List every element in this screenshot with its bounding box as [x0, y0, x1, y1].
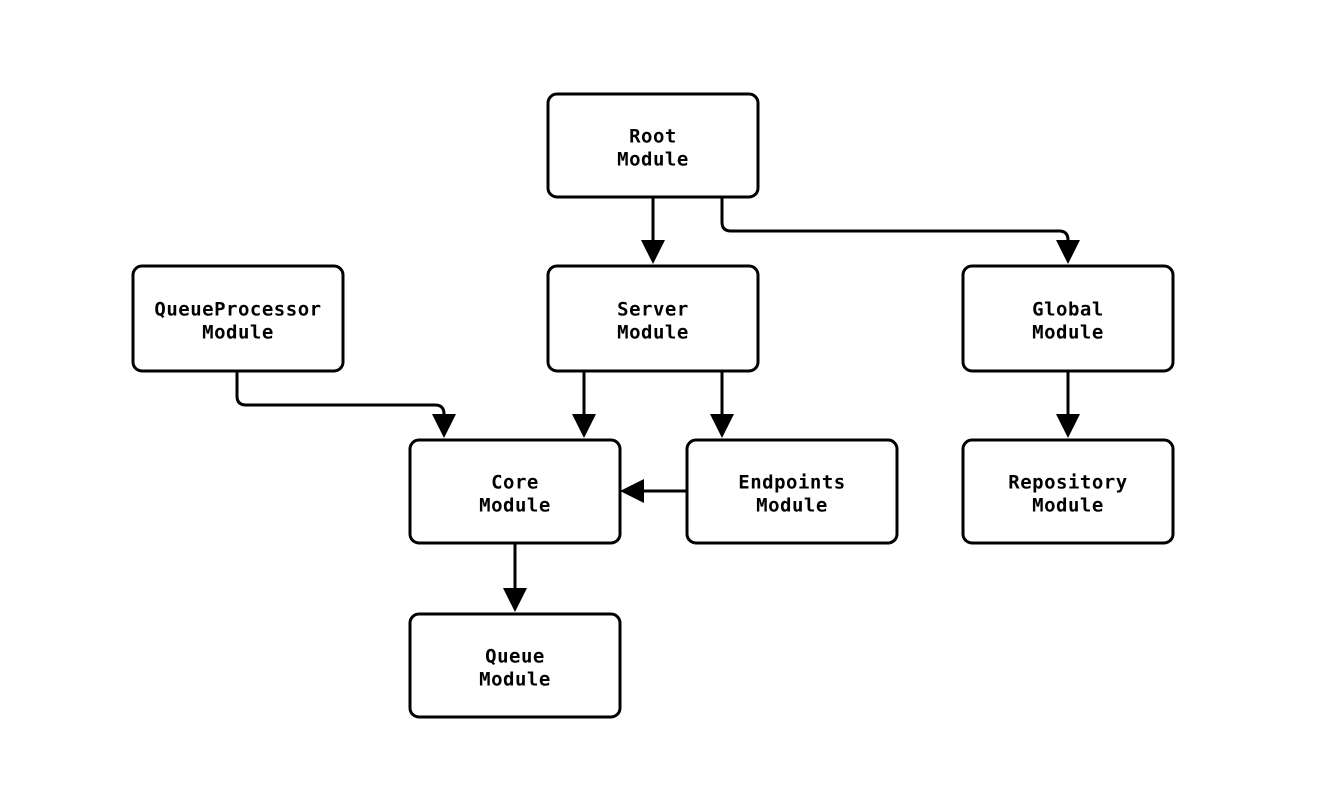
node-repository-module-box[interactable]	[961, 438, 1175, 545]
arrowhead-core-right	[620, 479, 644, 503]
node-global-module-box[interactable]	[961, 264, 1175, 373]
edge-endpoints-to-core	[620, 479, 687, 503]
node-queueprocessor-module[interactable]: QueueProcessor Module	[131, 264, 345, 373]
node-queue-module[interactable]: Queue Module	[408, 612, 622, 719]
node-endpoints-module-label-line1: Endpoints	[738, 472, 845, 494]
node-global-module-label-line2: Module	[1032, 322, 1104, 344]
node-queueprocessor-module-box[interactable]	[131, 264, 345, 373]
node-queue-module-label-line2: Module	[479, 669, 551, 691]
edge-server-to-core	[572, 371, 596, 438]
node-global-module[interactable]: Global Module	[961, 264, 1175, 373]
arrowhead-core-top	[572, 414, 596, 438]
node-repository-module[interactable]: Repository Module	[961, 438, 1175, 545]
edge-queueprocessor-to-core	[235, 371, 456, 438]
node-core-module-box[interactable]	[408, 438, 622, 545]
node-repository-module-label-line1: Repository	[1008, 472, 1127, 494]
node-endpoints-module[interactable]: Endpoints Module	[685, 438, 899, 545]
node-root-module[interactable]: Root Module	[546, 92, 760, 199]
edge-core-to-queue	[503, 543, 527, 612]
node-root-module-label-line2: Module	[617, 149, 689, 171]
node-root-module-box[interactable]	[546, 92, 760, 199]
node-global-module-label-line1: Global	[1032, 299, 1104, 321]
edge-root-to-server	[641, 197, 665, 264]
node-endpoints-module-box[interactable]	[685, 438, 899, 545]
node-queue-module-label-line1: Queue	[485, 646, 545, 668]
arrowhead-server	[641, 240, 665, 264]
node-repository-module-label-line2: Module	[1032, 495, 1104, 517]
arrowhead-repository	[1056, 414, 1080, 438]
arrowhead-endpoints	[710, 414, 734, 438]
node-root-module-label-line1: Root	[629, 126, 677, 148]
arrowhead-global	[1056, 240, 1080, 264]
node-server-module[interactable]: Server Module	[546, 264, 760, 373]
edge-global-to-repository	[1056, 371, 1080, 438]
node-core-module-label-line2: Module	[479, 495, 551, 517]
node-queueprocessor-module-label-line2: Module	[202, 322, 274, 344]
node-server-module-label-line1: Server	[617, 299, 689, 321]
arrowhead-queue	[503, 588, 527, 612]
node-queue-module-box[interactable]	[408, 612, 622, 719]
arrowhead-core-left	[432, 414, 456, 438]
edge-server-to-endpoints	[710, 371, 734, 438]
node-server-module-box[interactable]	[546, 264, 760, 373]
edge-root-to-global	[720, 197, 1080, 264]
node-core-module[interactable]: Core Module	[408, 438, 622, 545]
node-core-module-label-line1: Core	[491, 472, 539, 494]
node-server-module-label-line2: Module	[617, 322, 689, 344]
node-endpoints-module-label-line2: Module	[756, 495, 828, 517]
node-queueprocessor-module-label-line1: QueueProcessor	[154, 299, 321, 321]
